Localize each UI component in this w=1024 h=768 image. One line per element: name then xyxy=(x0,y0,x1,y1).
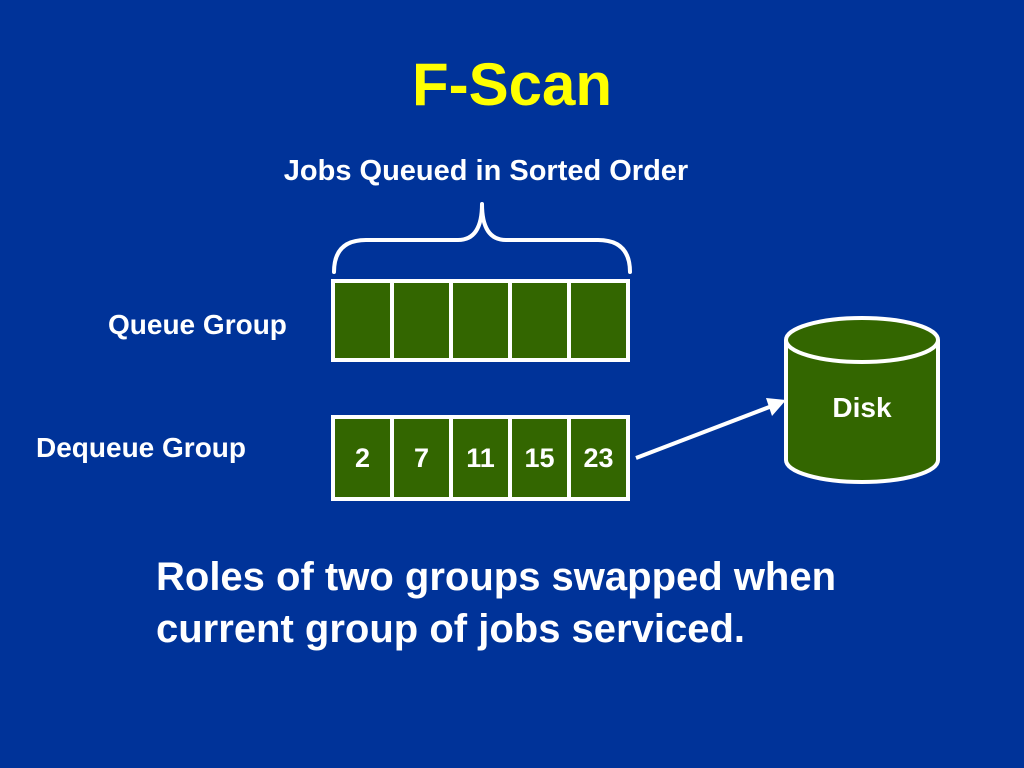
disk-label: Disk xyxy=(832,392,892,423)
dequeue-cell: 11 xyxy=(453,419,508,497)
dequeue-cell: 23 xyxy=(571,419,626,497)
dequeue-cell: 15 xyxy=(512,419,567,497)
caption-line: Roles of two groups swapped when xyxy=(156,555,837,599)
dequeue-group: 2 7 11 15 23 xyxy=(331,415,630,501)
dequeue-cell: 7 xyxy=(394,419,449,497)
slide-title: F-Scan xyxy=(411,51,613,118)
queue-cell xyxy=(453,283,508,358)
queue-group xyxy=(331,279,630,362)
queue-cell xyxy=(512,283,567,358)
queue-cell xyxy=(335,283,390,358)
disk-icon xyxy=(784,316,940,484)
curly-brace xyxy=(332,202,632,274)
dequeue-group-label: Dequeue Group xyxy=(36,432,247,463)
queue-cell xyxy=(394,283,449,358)
caption-line: current group of jobs serviced. xyxy=(156,607,746,651)
caption: Roles of two groups swapped when current… xyxy=(156,551,836,655)
dequeue-cell: 2 xyxy=(335,419,390,497)
queue-group-label: Queue Group xyxy=(108,309,287,340)
queue-cell xyxy=(571,283,626,358)
arrow-to-disk xyxy=(635,398,786,460)
brace-label: Jobs Queued in Sorted Order xyxy=(283,155,689,187)
